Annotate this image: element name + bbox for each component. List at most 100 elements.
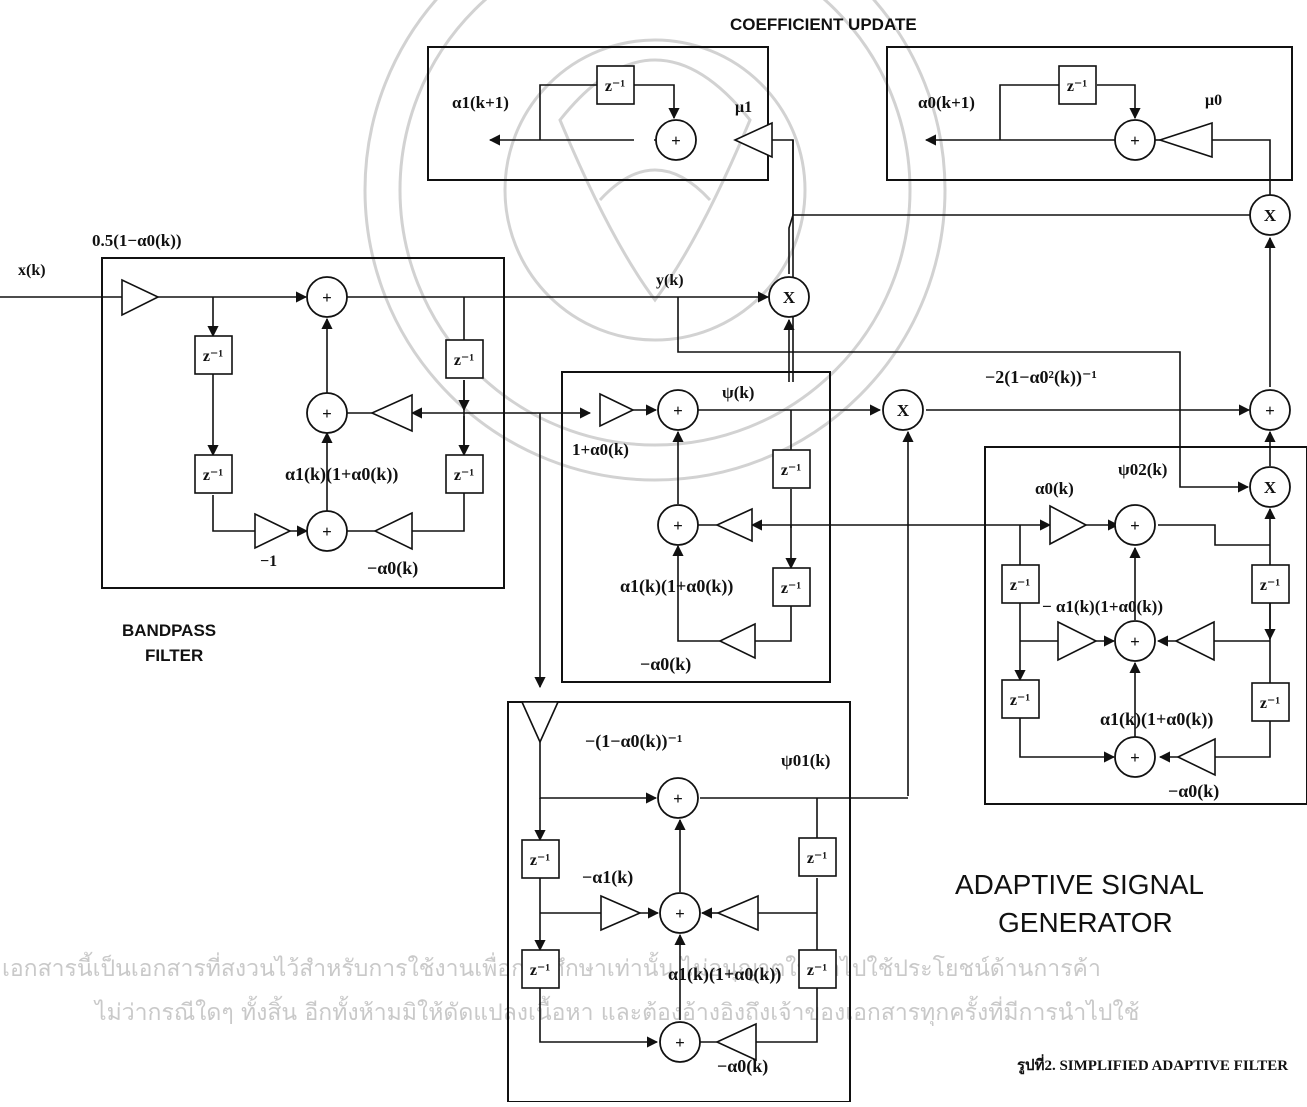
psi-minus-alpha0-label: −α0(k)	[640, 654, 691, 675]
delay-element-1-symbol: z⁻¹	[203, 348, 224, 365]
adder-node-6-symbol: +	[673, 401, 683, 420]
bandpass-filter-box	[102, 258, 504, 588]
delay-element-12-symbol: z⁻¹	[1260, 695, 1281, 712]
gen-alpha0-amp	[1050, 506, 1086, 544]
bp-minus-one-label: −1	[260, 553, 277, 570]
adder-node-3-symbol: +	[322, 522, 332, 541]
psi01-minus-alpha1-amp	[601, 896, 640, 930]
adder-node-14: +	[660, 1022, 700, 1062]
delay-element-11: z⁻¹	[1252, 565, 1289, 603]
adder-node-11-symbol: +	[1130, 748, 1140, 767]
delay-element-9: z⁻¹	[1002, 565, 1039, 603]
adder-node-5-symbol: +	[1130, 131, 1140, 150]
psi01-input-gain-label: −(1−α0(k))⁻¹	[585, 731, 682, 752]
multiplier-node-3: X	[883, 390, 923, 430]
psi-minus-alpha0-amp	[720, 624, 755, 658]
gen-alpha-gain-label: α1(k)(1+α0(k))	[1100, 709, 1213, 730]
delay-element-5: z⁻¹	[597, 66, 634, 104]
adder-node-7: +	[658, 505, 698, 545]
bp-minus-alpha0-amp	[375, 513, 412, 549]
delay-element-14: z⁻¹	[522, 950, 559, 988]
delay-element-15: z⁻¹	[799, 838, 836, 876]
delay-element-2-symbol: z⁻¹	[203, 467, 224, 484]
delay-element-2: z⁻¹	[195, 455, 232, 493]
gen-alpha0-label: α0(k)	[1035, 479, 1074, 498]
psi-input-gain-label: 1+α0(k)	[572, 440, 629, 459]
watermark-line-2: ไม่ว่ากรณีใดๆ ทั้งสิ้น อีกทั้งห้ามมิให้ด…	[93, 996, 1139, 1026]
adder-node-14-symbol: +	[675, 1033, 685, 1052]
adder-node-6: +	[658, 390, 698, 430]
adder-node-11: +	[1115, 737, 1155, 777]
adder-node-4-symbol: +	[671, 131, 681, 150]
delay-element-8-symbol: z⁻¹	[781, 580, 802, 597]
psi-input-amp	[600, 394, 633, 426]
delay-element-15-symbol: z⁻¹	[807, 850, 828, 867]
adder-node-7-symbol: +	[673, 516, 683, 535]
input-gain-amp	[122, 280, 158, 315]
adder-node-13-symbol: +	[675, 904, 685, 923]
adder-node-10: +	[1115, 621, 1155, 661]
mu0-amp	[1160, 123, 1212, 157]
delay-element-1: z⁻¹	[195, 336, 232, 374]
gen-minus-alpha-amp	[1058, 622, 1096, 660]
multiplier-node-2-symbol: X	[1264, 206, 1277, 225]
psi01-feedback-amp	[718, 896, 758, 930]
psi01-minus-alpha0-label: −α0(k)	[717, 1056, 768, 1077]
seal-watermark	[365, 0, 945, 480]
bp-feedback-amp	[372, 395, 412, 431]
alpha1-next-label: α1(k+1)	[452, 93, 509, 112]
adder-node-2: +	[307, 393, 347, 433]
adder-node-10-symbol: +	[1130, 632, 1140, 651]
gen-feedback-amp	[1176, 622, 1214, 660]
adder-node-9-symbol: +	[1130, 516, 1140, 535]
delay-element-4-symbol: z⁻¹	[454, 467, 475, 484]
psi-feedback-amp	[717, 509, 752, 541]
multiplier-node-3-symbol: X	[897, 401, 910, 420]
delay-element-4: z⁻¹	[446, 455, 483, 493]
multiplier-node-2: X	[1250, 195, 1290, 235]
psi02-signal-label: ψ02(k)	[1118, 460, 1167, 479]
psi02-scale-label: −2(1−α0²(k))⁻¹	[985, 367, 1097, 388]
gen-minus-alpha0-label: −α0(k)	[1168, 781, 1219, 802]
delay-element-12: z⁻¹	[1252, 683, 1289, 721]
generator-title-line2: GENERATOR	[998, 907, 1173, 938]
bp-alpha-gain-label: α1(k)(1+α0(k))	[285, 464, 398, 485]
input-gain-label: 0.5(1−α0(k))	[92, 231, 182, 250]
delay-element-11-symbol: z⁻¹	[1260, 577, 1281, 594]
mu1-amp	[735, 123, 772, 157]
delay-element-10-symbol: z⁻¹	[1010, 692, 1031, 709]
delay-element-14-symbol: z⁻¹	[530, 962, 551, 979]
delay-element-6: z⁻¹	[1059, 66, 1096, 104]
delay-element-3-symbol: z⁻¹	[454, 352, 475, 369]
adder-node-1: +	[307, 277, 347, 317]
mu1-label: μ1	[735, 99, 752, 116]
psi01-minus-alpha0-amp	[717, 1024, 756, 1060]
adder-node-12: +	[658, 778, 698, 818]
delay-element-13-symbol: z⁻¹	[530, 852, 551, 869]
psi01-signal-label: ψ01(k)	[781, 751, 830, 770]
delay-element-10: z⁻¹	[1002, 680, 1039, 718]
adder-node-3: +	[307, 511, 347, 551]
psi01-input-amp	[522, 702, 558, 742]
mu0-label: μ0	[1205, 92, 1222, 109]
multiplier-node-1-symbol: X	[783, 288, 796, 307]
adder-node-8: +	[1250, 390, 1290, 430]
delay-element-3: z⁻¹	[446, 340, 483, 378]
delay-element-6-symbol: z⁻¹	[1067, 78, 1088, 95]
delay-element-9-symbol: z⁻¹	[1010, 577, 1031, 594]
adder-node-2-symbol: +	[322, 404, 332, 423]
adder-node-12-symbol: +	[673, 789, 683, 808]
bandpass-title-line1: BANDPASS	[122, 621, 216, 640]
delay-element-7: z⁻¹	[773, 450, 810, 488]
psi-alpha-gain-label: α1(k)(1+α0(k))	[620, 576, 733, 597]
bp-minus-alpha0-label: −α0(k)	[367, 558, 418, 579]
adder-node-1-symbol: +	[322, 288, 332, 307]
bandpass-title-line2: FILTER	[145, 646, 203, 665]
delay-element-7-symbol: z⁻¹	[781, 462, 802, 479]
multiplier-node-1: X	[769, 277, 809, 317]
bp-minus-one-amp	[255, 514, 290, 548]
delay-element-8: z⁻¹	[773, 568, 810, 606]
adder-node-4: +	[656, 120, 696, 160]
